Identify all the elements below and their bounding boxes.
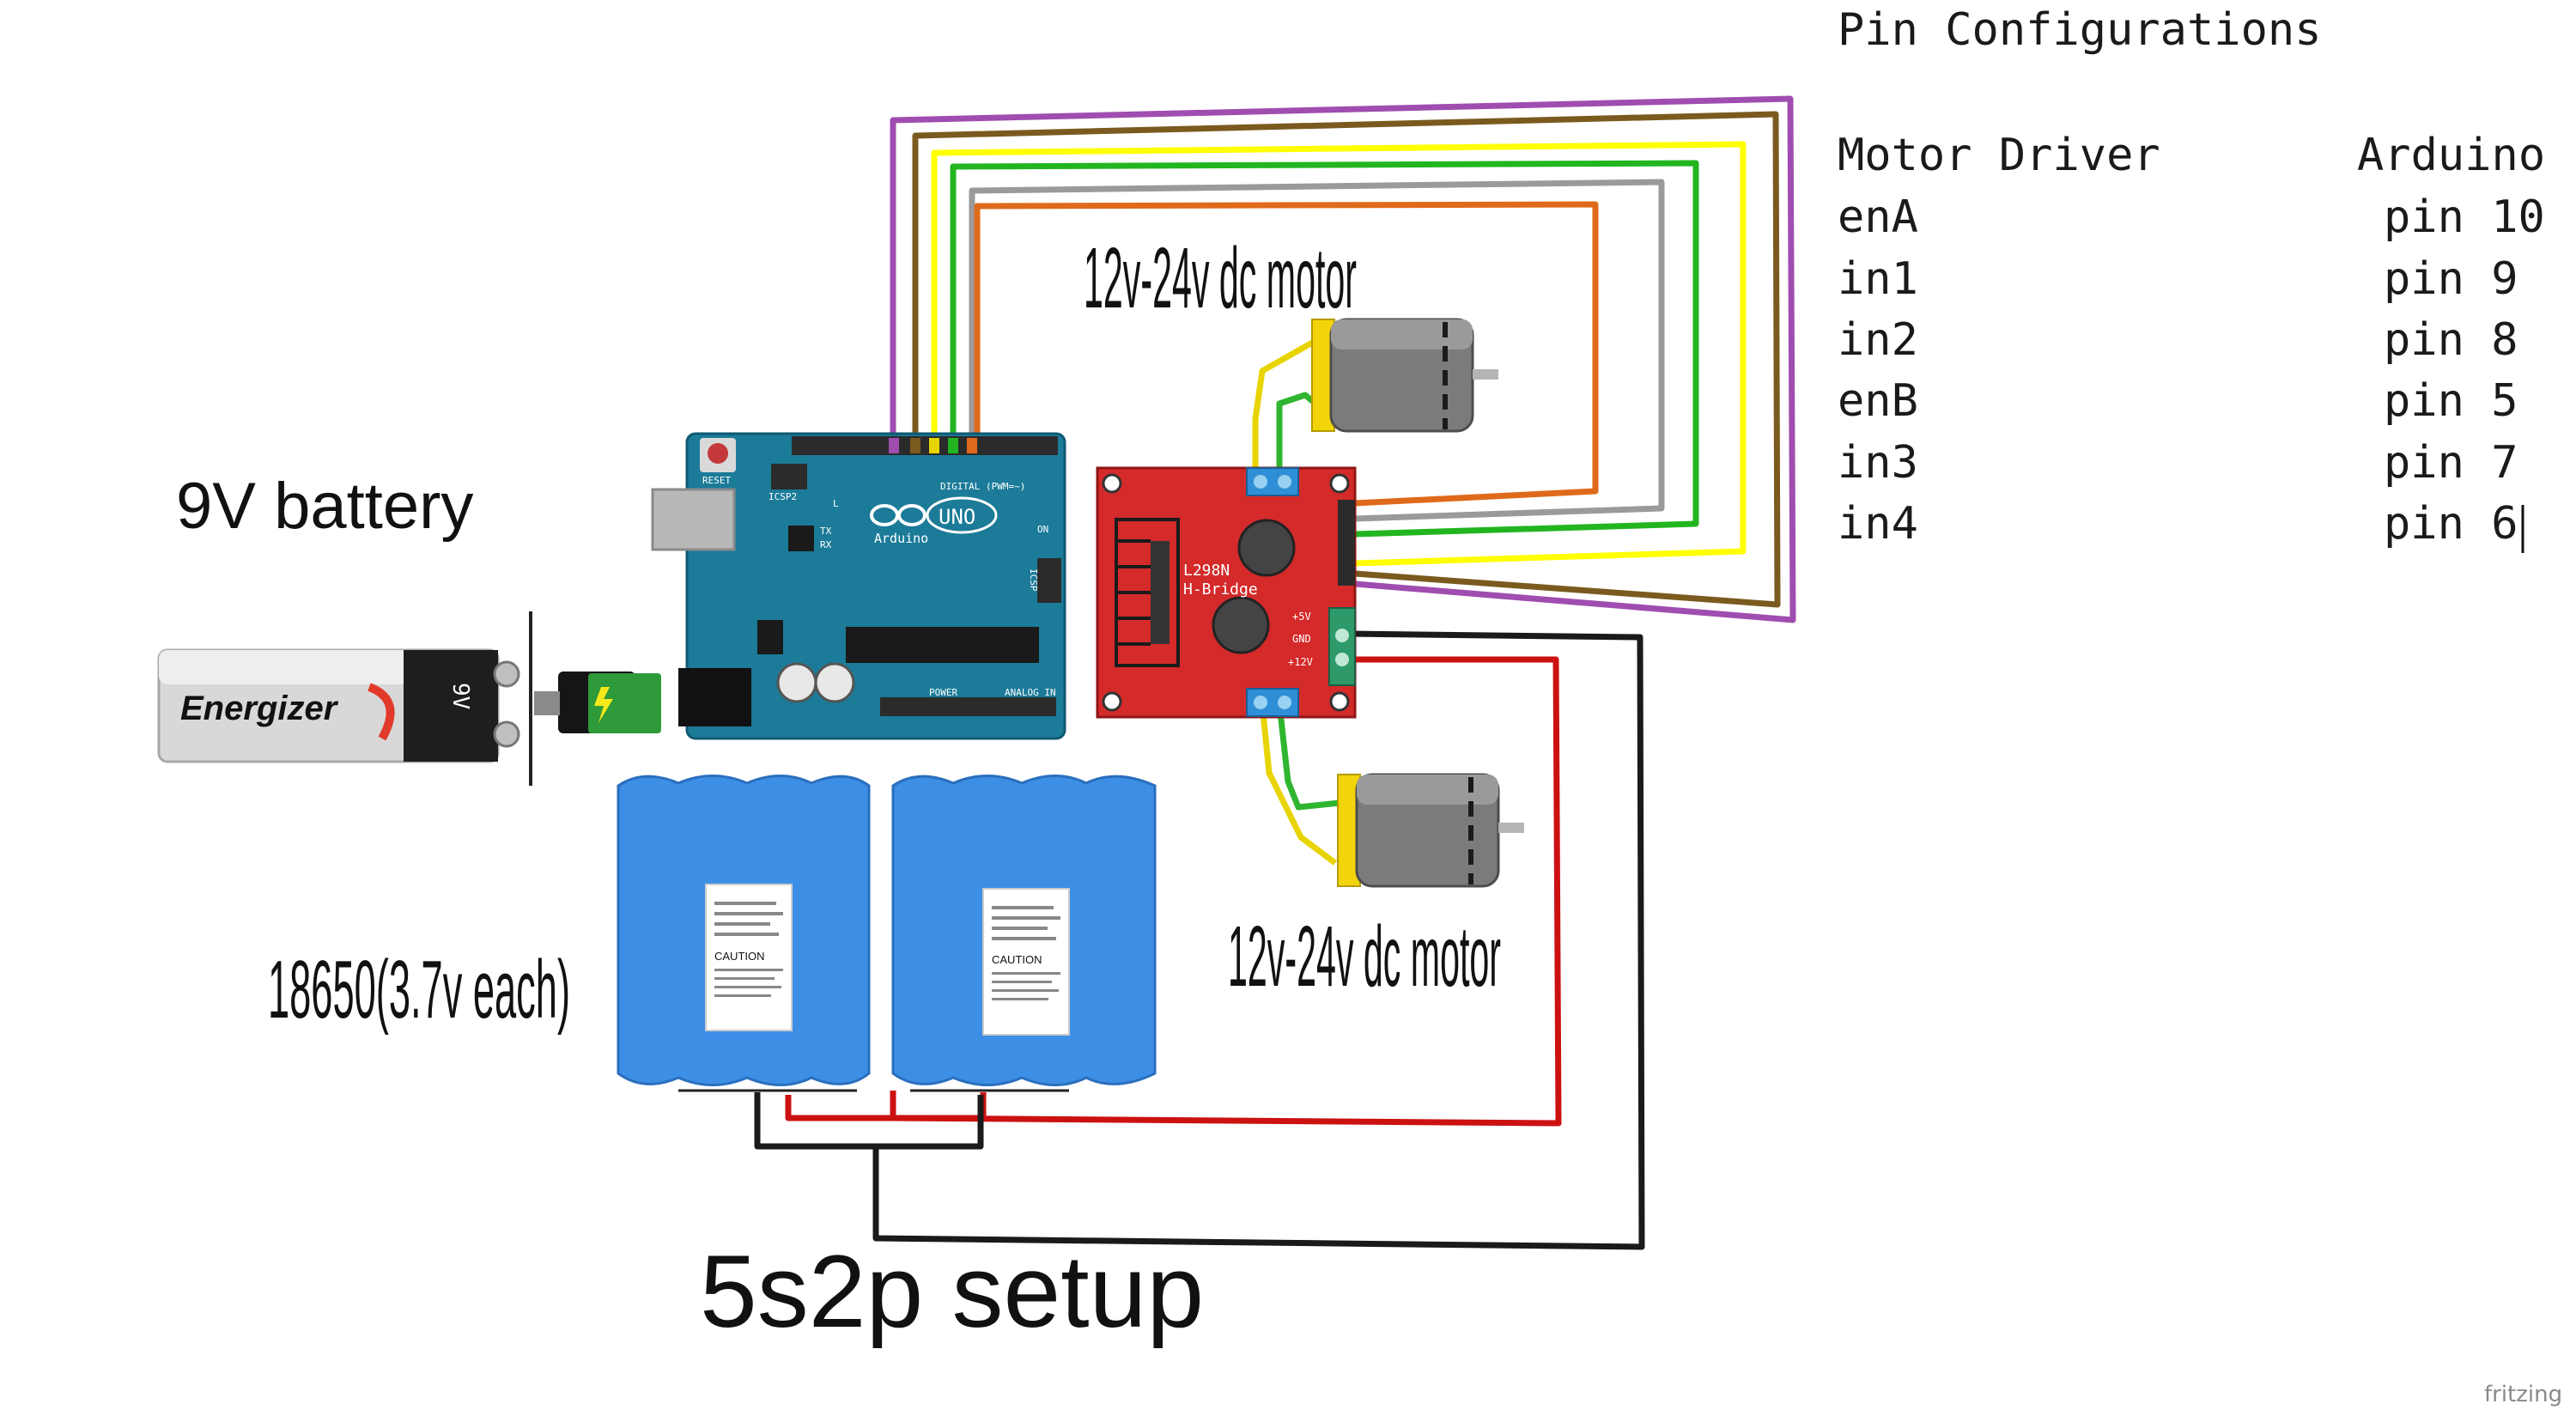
pin-row-arduino: pin 6 — [2384, 498, 2518, 550]
pin-row-driver: in2 — [1838, 314, 1918, 366]
arduino-reset-label: RESET — [702, 475, 731, 486]
wire-cell-link-neg — [754, 1092, 984, 1150]
arduino-analog-label: ANALOG IN — [1005, 687, 1056, 698]
driver-12v-label: +12V — [1288, 656, 1313, 668]
battery-9v-label: 9V battery — [176, 470, 473, 543]
dc-motor-bottom — [1337, 773, 1524, 888]
heatsink-icon — [1115, 518, 1180, 667]
pin-row-driver: in3 — [1838, 437, 1918, 489]
wire-power-negative — [872, 630, 1645, 1250]
power-wires — [754, 630, 1645, 1250]
cell-pack-1: CAUTION — [617, 775, 871, 1092]
wire-power-positive — [890, 656, 1562, 1127]
pin-row-driver: enA — [1838, 191, 1918, 243]
arduino-on-label: ON — [1037, 524, 1048, 535]
pin-row-arduino: pin 7 — [2384, 437, 2518, 489]
arduino-model: UNO — [939, 505, 975, 529]
driver-subtitle: H-Bridge — [1183, 580, 1258, 599]
fritzing-watermark: fritzing — [2484, 1382, 2562, 1407]
pin-config-col-arduino: Arduino — [2357, 130, 2545, 181]
wire-enA — [890, 95, 1796, 623]
battery-voltage: 9V — [447, 683, 473, 709]
arduino-power-label: POWER — [929, 687, 957, 698]
arduino-digital-label: DIGITAL (PWM=~) — [940, 481, 1025, 492]
pin-row-driver: in1 — [1838, 253, 1918, 305]
pin-config-table: Pin Configurations Motor Driver Arduino … — [1838, 4, 2545, 553]
motor-bottom-label: 12v-24v dc motor — [1228, 909, 1501, 1005]
arduino-infinity-logo-icon — [870, 504, 927, 526]
arduino-uno-board: RESET ICSP2 DIGITAL (PWM=~) Arduino UNO … — [651, 432, 1066, 740]
pin-row-driver: enB — [1838, 375, 1918, 427]
motor-top-wire-b — [1276, 392, 1318, 477]
arduino-logo-text: Arduino — [874, 531, 928, 546]
driver-gnd-label: GND — [1292, 633, 1311, 645]
motor-top-wire-a — [1252, 338, 1315, 477]
pin-row-arduino: pin 9 — [2384, 253, 2518, 305]
cell-pack-1-caution: CAUTION — [714, 950, 765, 963]
driver-5v-label: +5V — [1292, 611, 1311, 623]
barrel-jack-adapter — [534, 672, 661, 733]
arduino-tx-label: TX — [820, 526, 832, 537]
battery-brand: Energizer — [180, 690, 339, 727]
driver-name: L298N — [1183, 562, 1230, 580]
motor-bottom-wire-b — [1276, 703, 1340, 811]
pin-row-arduino: pin 8 — [2384, 314, 2518, 366]
arduino-icsp-label: ICSP — [1028, 568, 1039, 592]
dc-motor-top — [1311, 318, 1498, 433]
wire-in2 — [931, 141, 1747, 567]
motor-wires — [1252, 338, 1340, 866]
wire-in4 — [974, 201, 1599, 507]
pin-config-col-driver: Motor Driver — [1838, 130, 2160, 181]
cells-label: 18650(3.7v each) — [268, 944, 570, 1036]
arduino-icsp2-label: ICSP2 — [769, 491, 797, 502]
signal-wires — [890, 95, 1796, 623]
motor-bottom-wire-a — [1259, 703, 1338, 866]
wire-enB — [950, 160, 1699, 538]
l298n-motor-driver: L298N H-Bridge +5V GND +12V — [1096, 466, 1357, 719]
wire-in1 — [912, 111, 1781, 608]
pin-row-arduino: pin 10 — [2384, 191, 2545, 243]
pin-config-title: Pin Configurations — [1838, 4, 2322, 56]
cell-pack-2-caution: CAUTION — [992, 953, 1042, 966]
wire-cell-link-pos — [785, 1092, 987, 1121]
cell-pack-2: CAUTION — [891, 775, 1157, 1092]
nine-volt-battery: Energizer 9V — [157, 611, 532, 786]
pin-row-arduino: pin 5 — [2384, 375, 2518, 427]
arduino-l-label: L — [833, 498, 839, 509]
arduino-rx-label: RX — [820, 539, 832, 550]
pin-row-driver: in4 — [1838, 498, 1918, 550]
motor-top-label: 12v-24v dc motor — [1084, 230, 1357, 326]
setup-label: 5s2p setup — [700, 1234, 1204, 1349]
wire-in3 — [969, 179, 1665, 522]
